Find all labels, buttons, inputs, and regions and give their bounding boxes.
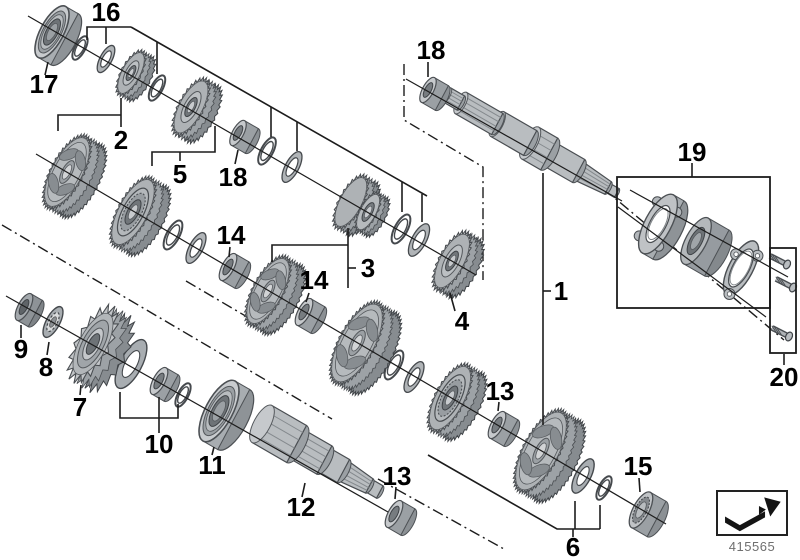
leader-line	[301, 482, 306, 498]
leader-line	[211, 446, 215, 456]
axis-line	[629, 189, 789, 278]
part-bushing-13-left	[384, 499, 418, 537]
part-retaining-plate	[722, 240, 764, 300]
callout-bushing-13-left[interactable]: 13	[383, 461, 412, 491]
axis-line	[35, 153, 667, 525]
leader-line	[151, 126, 216, 166]
part-thrust-washer-6	[571, 458, 595, 494]
group-box-20	[769, 247, 797, 354]
callout-thrust-washer-set[interactable]: 6	[566, 532, 580, 560]
axis-line	[617, 206, 767, 318]
leader-line	[394, 486, 397, 500]
group-box-19	[616, 176, 771, 309]
part-thrust-washer-a	[71, 35, 89, 61]
part-wheel-3rd	[328, 298, 403, 397]
callout-lock-washer[interactable]: 8	[39, 352, 53, 382]
callout-needle-bearing[interactable]: 15	[624, 451, 653, 481]
part-circlip-f	[407, 223, 431, 257]
callout-bushing-18-left[interactable]: 18	[219, 162, 248, 192]
centerline	[377, 478, 505, 550]
leader-line	[46, 341, 50, 356]
axis-line	[27, 15, 477, 276]
callout-bearing-flange-assembly[interactable]: 19	[678, 137, 707, 167]
callout-bushing-14-left[interactable]: 14	[217, 220, 246, 250]
callout-nut[interactable]: 9	[14, 334, 28, 364]
part-gear-5	[170, 75, 224, 146]
part-input-shaft	[249, 404, 385, 500]
callout-gear-pair-3[interactable]: 3	[361, 253, 375, 283]
callout-snap-ring-set[interactable]: 16	[92, 0, 121, 27]
leader-line	[271, 244, 348, 262]
part-circlip-e	[390, 213, 412, 245]
part-wheel-2nd	[243, 253, 307, 338]
callout-output-shaft[interactable]: 1	[554, 276, 568, 306]
part-flange-bearing	[680, 216, 733, 277]
part-spacer-collar	[149, 366, 181, 403]
leader-line	[119, 392, 179, 419]
callout-gear-4[interactable]: 4	[455, 306, 470, 336]
leader-line	[130, 26, 428, 197]
leader-line	[86, 26, 131, 40]
part-bearing-flange	[633, 193, 689, 261]
leader-line	[427, 454, 600, 530]
callout-screw-set[interactable]: 20	[770, 362, 799, 392]
leader-line	[44, 61, 49, 76]
part-circlip-c	[257, 136, 277, 166]
axis-line	[405, 78, 623, 202]
leader-line	[234, 149, 239, 165]
part-ball-bearing-output	[34, 5, 83, 67]
callout-seal-kit[interactable]: 10	[145, 429, 174, 459]
callout-bushing-14-right[interactable]: 14	[300, 265, 329, 295]
logo-box	[716, 490, 788, 536]
diagram-id-block: 415565	[712, 490, 792, 554]
part-bushing-18-top	[419, 76, 451, 112]
part-nut	[14, 292, 45, 328]
part-sync-gear-a	[108, 174, 172, 259]
part-double-gear-3	[331, 172, 391, 239]
centerline	[603, 188, 785, 341]
callout-bushing-13-right[interactable]: 13	[486, 376, 515, 406]
callout-gear-pair-2[interactable]: 2	[114, 125, 128, 155]
part-bushing-18-left	[229, 119, 261, 155]
centerline	[185, 280, 255, 322]
leader-line	[228, 246, 231, 258]
part-circlip-b	[147, 74, 167, 102]
direction-arrow-icon	[725, 497, 781, 532]
leader-line	[305, 292, 310, 303]
leader-line	[638, 477, 641, 493]
leader-line	[57, 114, 121, 131]
callout-bushing-18-top[interactable]: 18	[417, 35, 446, 65]
part-o-ring	[174, 382, 192, 408]
part-screw-3	[770, 325, 794, 342]
callout-gear-pair-5[interactable]: 5	[173, 159, 187, 189]
axis-line	[5, 295, 389, 513]
centerline	[403, 64, 484, 280]
part-sprocket	[65, 302, 136, 394]
part-circlip-d	[281, 151, 303, 183]
callout-ball-bearing-output[interactable]: 17	[30, 69, 59, 99]
part-sync-gear-b	[426, 361, 488, 443]
part-circlip-a	[96, 44, 116, 74]
document-number: 415565	[728, 539, 776, 554]
callout-ball-bearing-input[interactable]: 11	[198, 450, 226, 480]
leader-line	[497, 401, 500, 412]
callout-input-shaft[interactable]: 12	[287, 492, 316, 522]
part-circlip-j	[403, 361, 425, 393]
leader-line	[449, 292, 456, 312]
part-screw-1	[768, 253, 792, 270]
centerline	[1, 224, 333, 420]
part-ball-bearing-input	[198, 379, 255, 451]
part-output-shaft	[441, 87, 621, 199]
leader-line	[79, 384, 82, 396]
part-screw-2	[774, 276, 798, 293]
callout-sprocket[interactable]: 7	[73, 392, 87, 422]
